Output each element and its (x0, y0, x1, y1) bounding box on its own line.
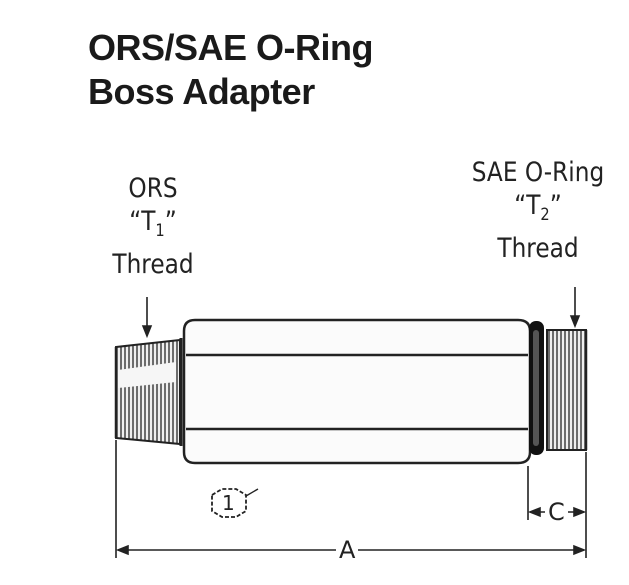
sae-label: SAE O-Ring “T2” Thread (461, 156, 616, 265)
sae-thread-designation: “T2” (514, 190, 562, 225)
ors-thread-section (114, 338, 181, 446)
dimension-lines (115, 440, 587, 558)
hex-body (179, 318, 532, 465)
dimension-c-label: C (545, 499, 568, 525)
hex-callout-number: 1 (222, 491, 235, 515)
dimension-a-label: A (336, 537, 359, 563)
o-ring (529, 321, 544, 455)
ors-label: ORS “T1” Thread (106, 172, 201, 281)
title-line-1: ORS/SAE O-Ring (88, 27, 374, 68)
hex-callout-symbol (211, 488, 259, 518)
sae-end-name: SAE O-Ring (471, 157, 605, 188)
sae-thread-section (546, 329, 588, 451)
diagram-title: ORS/SAE O-Ring Boss Adapter (88, 26, 374, 114)
ors-thread-designation: “T1” (129, 206, 177, 241)
sae-thread-word: Thread (497, 233, 579, 264)
title-line-2: Boss Adapter (88, 71, 315, 112)
ors-thread-word: Thread (112, 249, 194, 280)
ors-end-name: ORS (128, 173, 178, 204)
thread-leader-arrows (141, 287, 581, 339)
